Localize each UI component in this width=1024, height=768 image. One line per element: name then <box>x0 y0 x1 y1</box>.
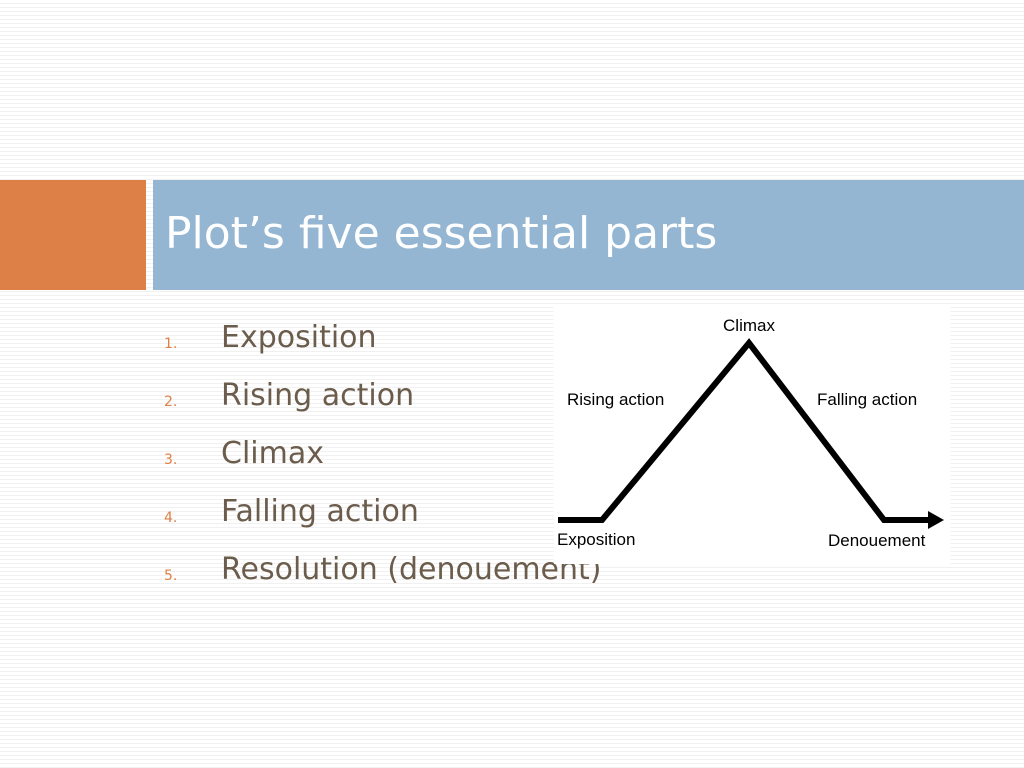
list-label: Exposition <box>221 320 377 355</box>
list-number: 3. <box>164 452 178 468</box>
list-item: 3. Climax <box>0 428 620 486</box>
list-number: 2. <box>164 394 178 410</box>
climax-label: Climax <box>723 316 775 335</box>
list-item: 5. Resolution (denouement) <box>0 544 620 602</box>
falling-action-label: Falling action <box>817 390 917 409</box>
list-item: 4. Falling action <box>0 486 620 544</box>
slide-title: Plot’s five essential parts <box>165 208 718 259</box>
list-item: 1. Exposition <box>0 312 620 370</box>
denouement-label: Denouement <box>828 531 926 550</box>
list-label: Rising action <box>221 378 415 413</box>
list-label: Climax <box>221 436 324 471</box>
list-item: 2. Rising action <box>0 370 620 428</box>
exposition-label: Exposition <box>557 530 635 549</box>
plot-line <box>558 338 930 523</box>
list-number: 5. <box>164 568 178 584</box>
plot-diagram: Climax Rising action Falling action Expo… <box>554 306 950 564</box>
plot-diagram-svg: Climax Rising action Falling action Expo… <box>557 316 944 550</box>
rising-action-label: Rising action <box>567 390 664 409</box>
accent-block <box>0 180 146 290</box>
list-label: Falling action <box>221 494 419 529</box>
title-bar: Plot’s five essential parts <box>153 180 1024 290</box>
plot-parts-list: 1. Exposition 2. Rising action 3. Climax… <box>0 312 620 602</box>
list-number: 4. <box>164 510 178 526</box>
list-number: 1. <box>164 336 178 352</box>
arrow-head-icon <box>928 511 944 529</box>
list-label: Resolution (denouement) <box>221 552 602 587</box>
